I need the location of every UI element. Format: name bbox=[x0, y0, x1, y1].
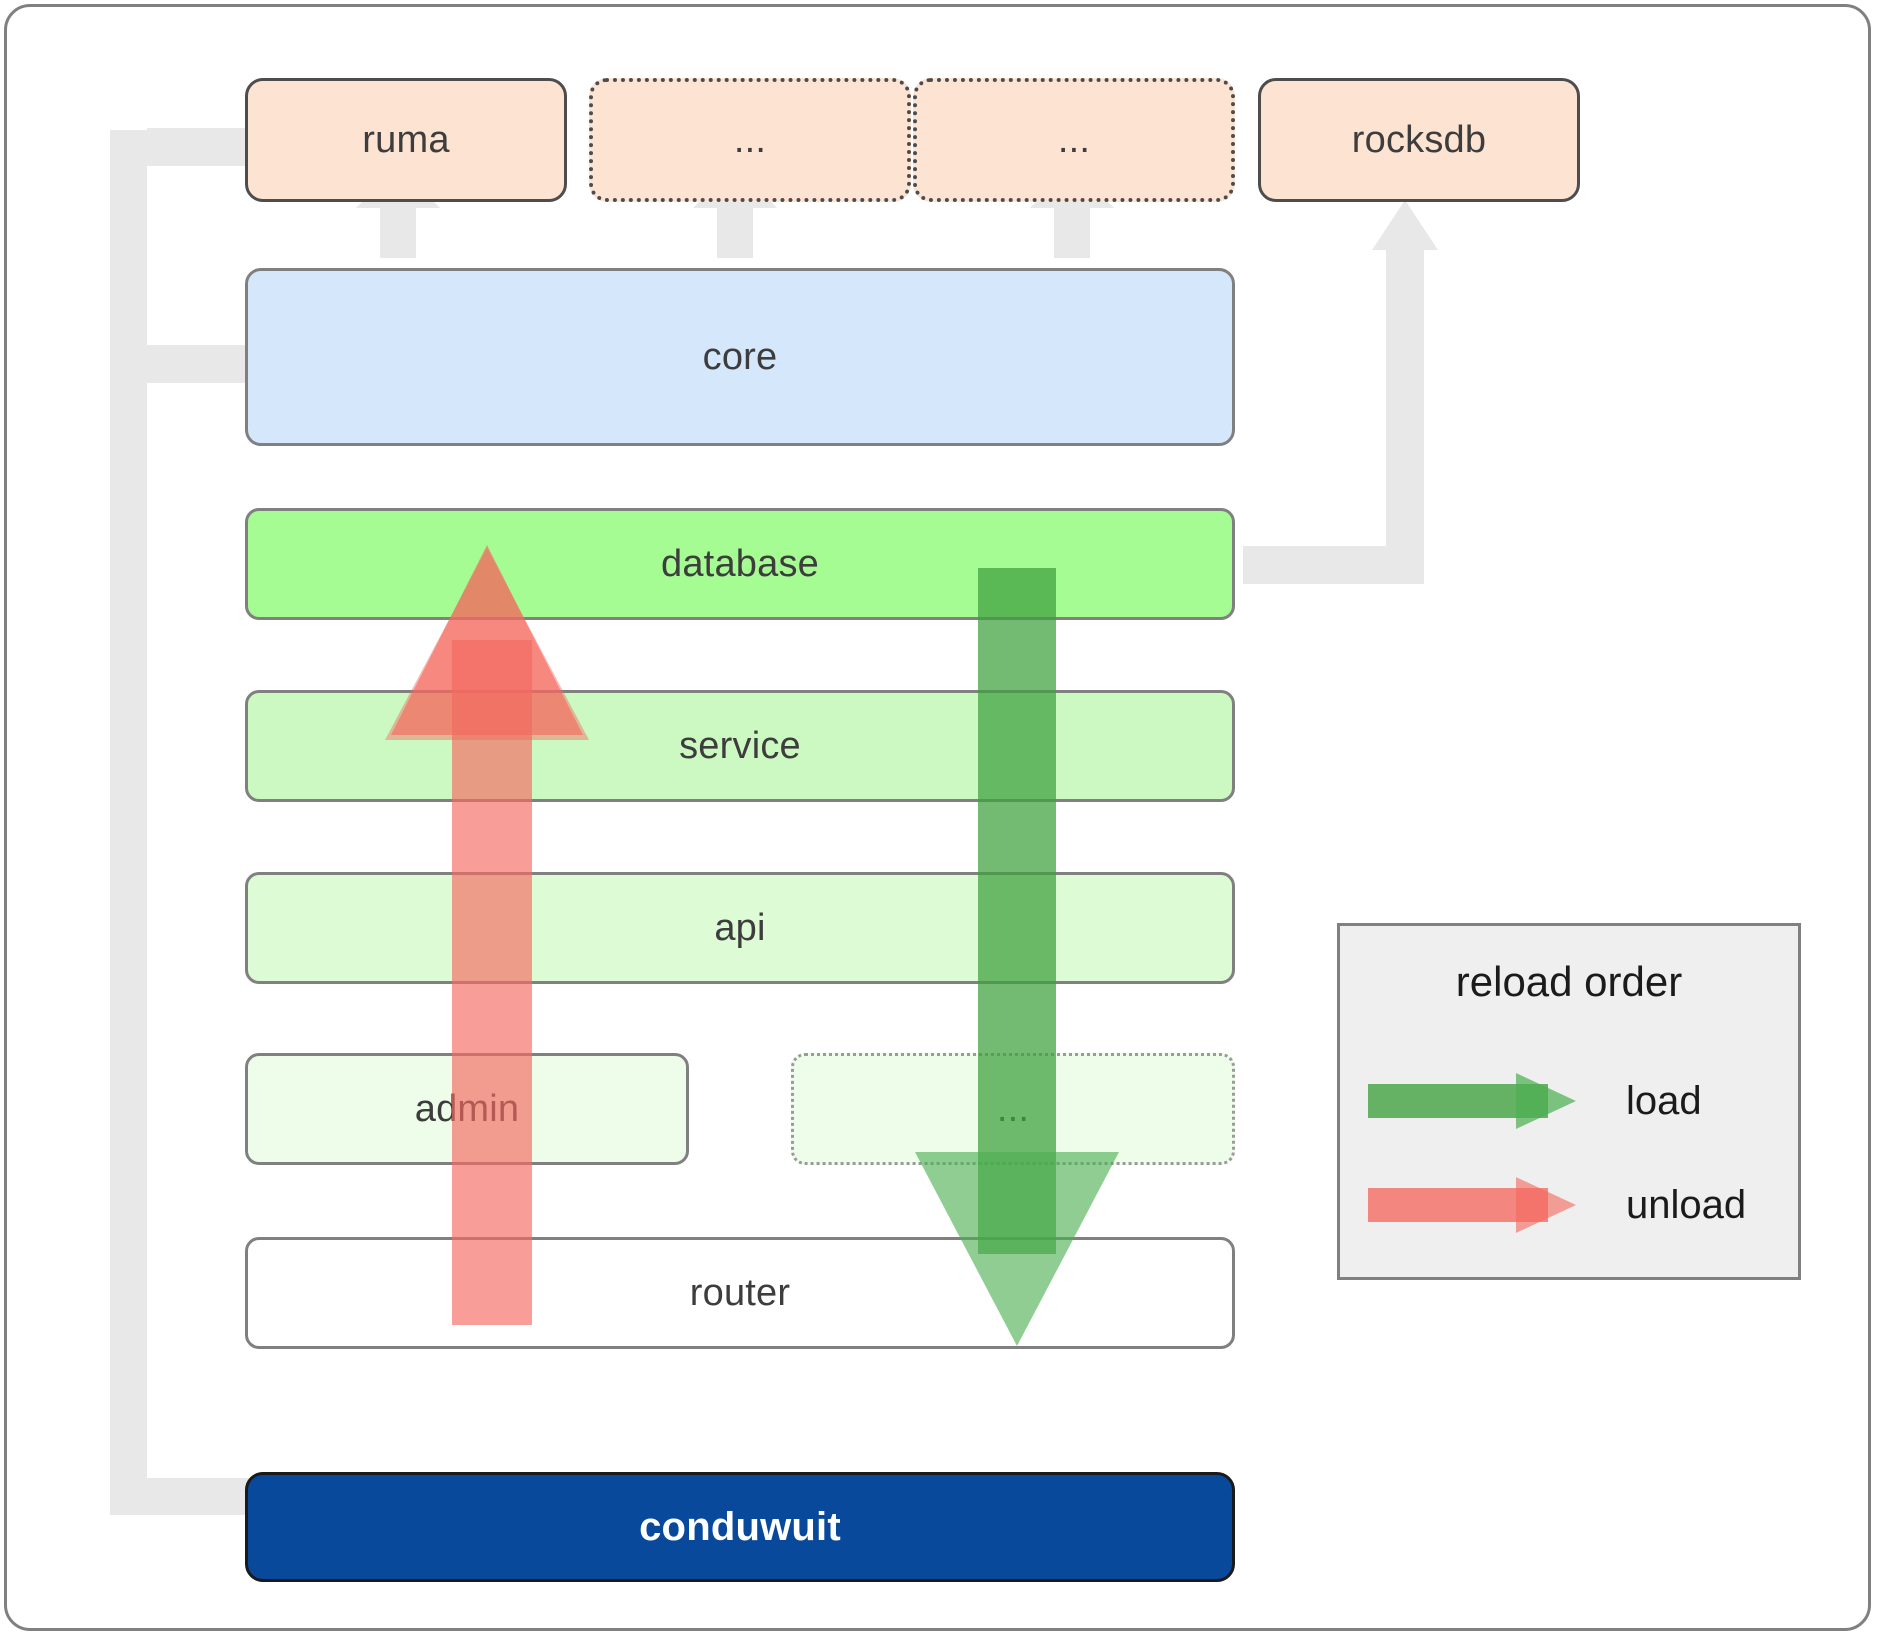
layer-box-database[interactable]: database bbox=[245, 508, 1235, 620]
layer-label: ... bbox=[996, 1087, 1030, 1130]
legend-label-unload: unload bbox=[1626, 1182, 1747, 1227]
legend-title: reload order bbox=[1455, 958, 1683, 1005]
root-label: conduwuit bbox=[639, 1504, 841, 1549]
load-arrow-icon bbox=[1368, 1073, 1576, 1129]
dependency-label: ruma bbox=[362, 118, 450, 161]
layer-label: service bbox=[679, 724, 801, 767]
dependency-box-placeholder-2[interactable]: ... bbox=[913, 78, 1235, 202]
dependency-box-rocksdb[interactable]: rocksdb bbox=[1258, 78, 1580, 202]
legend-item-load: load bbox=[1368, 1056, 1778, 1146]
layer-box-core[interactable]: core bbox=[245, 268, 1235, 446]
layer-label: router bbox=[689, 1271, 791, 1314]
diagram-frame bbox=[4, 4, 1871, 1631]
layer-box-api[interactable]: api bbox=[245, 872, 1235, 984]
legend-panel: reload order load unload bbox=[1337, 923, 1801, 1280]
dependency-label: ... bbox=[733, 118, 767, 161]
layer-label: core bbox=[702, 335, 778, 378]
dependency-label: rocksdb bbox=[1351, 118, 1487, 161]
layer-box-service[interactable]: service bbox=[245, 690, 1235, 802]
unload-arrow-icon bbox=[1368, 1177, 1576, 1233]
root-box-conduwuit[interactable]: conduwuit bbox=[245, 1472, 1235, 1582]
dependency-box-ruma[interactable]: ruma bbox=[245, 78, 567, 202]
dependency-label: ... bbox=[1057, 118, 1091, 161]
layer-box-placeholder[interactable]: ... bbox=[791, 1053, 1235, 1165]
layer-box-router[interactable]: router bbox=[245, 1237, 1235, 1349]
legend-label-load: load bbox=[1626, 1078, 1702, 1123]
layer-label: database bbox=[661, 542, 819, 585]
layer-box-admin[interactable]: admin bbox=[245, 1053, 689, 1165]
layer-label: api bbox=[714, 906, 766, 949]
layer-label: admin bbox=[414, 1087, 520, 1130]
legend-item-unload: unload bbox=[1368, 1160, 1778, 1250]
dependency-box-placeholder-1[interactable]: ... bbox=[589, 78, 911, 202]
